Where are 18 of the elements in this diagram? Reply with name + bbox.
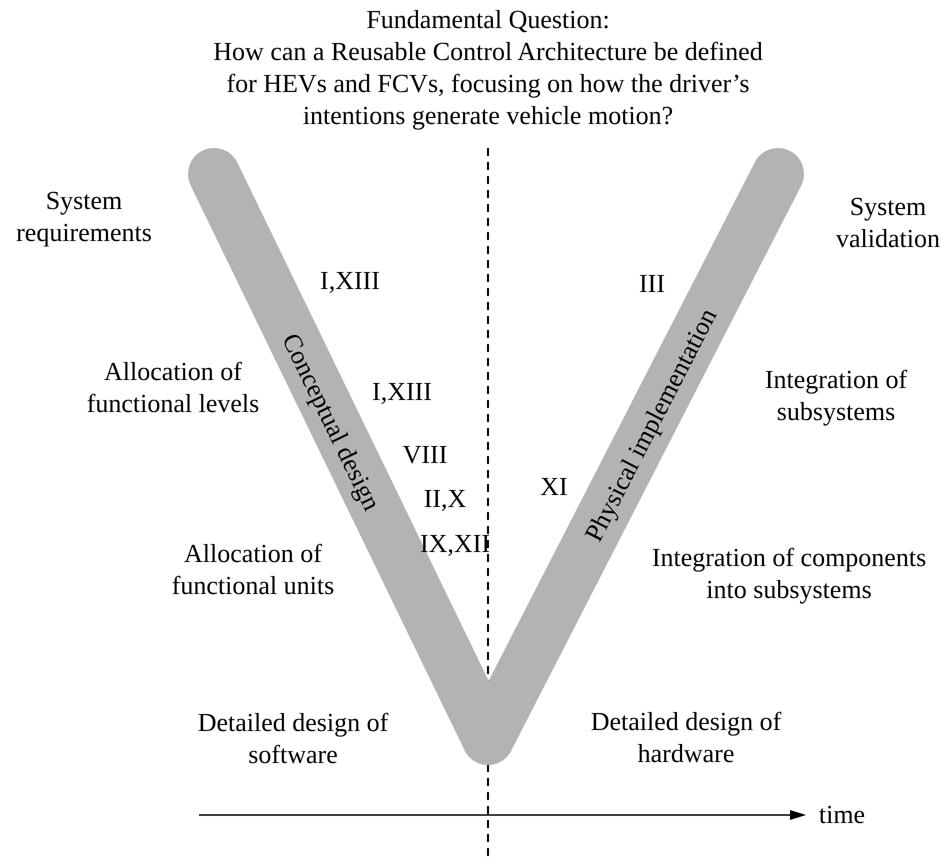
phase-label: Allocation of functional levels bbox=[86, 356, 260, 420]
reference-numerals: I,XIII bbox=[371, 376, 433, 408]
reference-numerals: VIII bbox=[402, 439, 448, 471]
phase-label: Detailed design of hardware bbox=[590, 706, 782, 770]
phase-label: Detailed design of software bbox=[196, 707, 390, 771]
axis-label: time bbox=[818, 799, 866, 831]
phase-label: Integration of components into subsystems bbox=[650, 542, 928, 606]
question-text: How can a Reusable Control Architecture be defined for HEVs and FCVs, focusing on how the driver’s intentions generate vehicle motion? bbox=[212, 36, 764, 132]
reference-numerals: II,X bbox=[422, 483, 468, 515]
reference-numerals: XI bbox=[539, 471, 569, 503]
phase-label: System validation bbox=[835, 191, 941, 255]
reference-numerals: III bbox=[638, 268, 666, 300]
phase-label: Integration of subsystems bbox=[764, 364, 908, 428]
phase-label: Allocation of functional units bbox=[170, 538, 336, 602]
reference-numerals: IX,XII bbox=[418, 528, 492, 560]
reference-numerals: I,XIII bbox=[319, 265, 381, 297]
phase-label: System requirements bbox=[15, 185, 153, 249]
title: Fundamental Question: bbox=[365, 4, 611, 36]
